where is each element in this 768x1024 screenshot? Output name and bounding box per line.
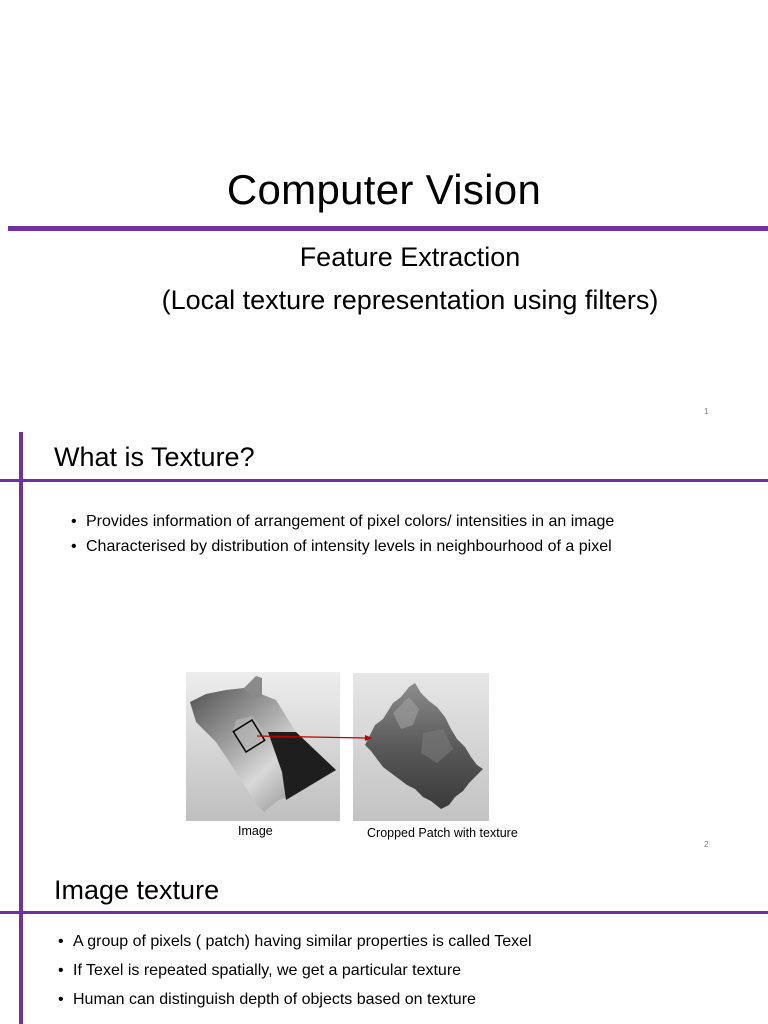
title-divider <box>0 911 768 914</box>
accent-bar <box>19 865 23 1024</box>
slide-subtitle-line-2: (Local texture representation using filt… <box>161 285 659 315</box>
cropped-patch-image <box>353 673 489 821</box>
title-divider <box>8 226 768 231</box>
slide-title: What is Texture? <box>54 442 255 472</box>
caption-image: Image <box>238 824 273 838</box>
slide-3: Image texture A group of pixels ( patch)… <box>0 865 768 1024</box>
page-number: 1 <box>704 407 709 416</box>
connector-arrow-icon <box>256 735 372 741</box>
slide-title: Computer Vision <box>226 166 542 213</box>
page-number: 2 <box>704 840 709 849</box>
bullet-item: A group of pixels ( patch) having simila… <box>58 927 532 956</box>
slide-2: What is Texture? Provides information of… <box>0 432 768 865</box>
slide-subtitle-line-1: Feature Extraction <box>299 242 521 272</box>
bullet-item: Human can distinguish depth of objects b… <box>58 985 532 1014</box>
bullet-item: Provides information of arrangement of p… <box>71 509 614 534</box>
caption-patch: Cropped Patch with texture <box>367 826 518 840</box>
slide-title: Image texture <box>54 875 220 905</box>
title-divider <box>0 479 768 482</box>
bullet-list: A group of pixels ( patch) having simila… <box>58 927 532 1014</box>
bullet-list: Provides information of arrangement of p… <box>71 509 614 559</box>
texture-image <box>186 672 340 821</box>
bullet-item: If Texel is repeated spatially, we get a… <box>58 956 532 985</box>
bullet-item: Characterised by distribution of intensi… <box>71 534 614 559</box>
accent-bar <box>19 432 23 865</box>
slide-1: Computer Vision Feature Extraction (Loca… <box>0 0 768 432</box>
